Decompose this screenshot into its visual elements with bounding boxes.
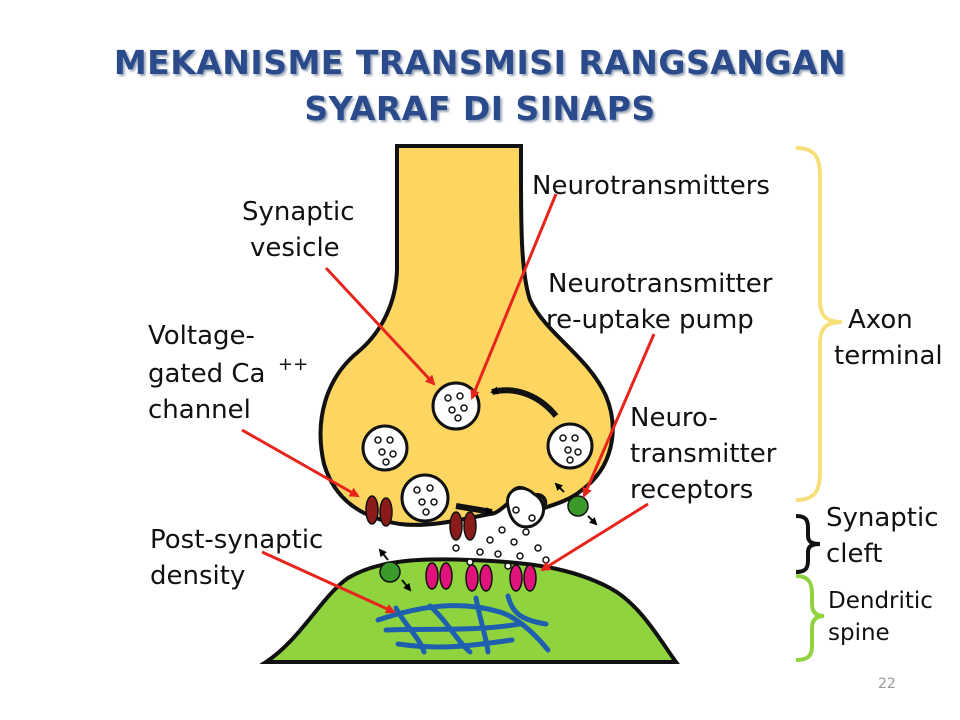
reuptake-pumps: [378, 482, 598, 592]
vesicle: [361, 424, 409, 472]
recycle-arrow: [490, 386, 559, 418]
arrow-receptors: [540, 502, 649, 572]
vesicle: [546, 422, 594, 470]
brace-synaptic-cleft: [795, 514, 821, 574]
vesicle: [431, 381, 481, 431]
synaptic-vesicles: [361, 381, 594, 523]
label-post-synaptic-density: Post-synaptic density: [150, 525, 332, 591]
brace-dendritic-spine: [795, 574, 825, 662]
title-line-2: SYARAF DI SINAPS: [304, 89, 656, 128]
pointer-arrows: [241, 193, 656, 614]
label-ca-channel: Voltage- gated Ca ++ channel: [148, 321, 316, 425]
label-neurotransmitters: Neurotransmitters: [532, 171, 770, 201]
title-line-1: MEKANISME TRANSMISI RANGSANGAN: [113, 43, 847, 82]
slide-title: MEKANISME TRANSMISI RANGSANGAN SYARAF DI…: [0, 40, 960, 132]
ca-channels: [365, 495, 477, 541]
label-reuptake-pump: Neurotransmitter re-uptake pump: [546, 269, 781, 335]
arrow-post-synaptic-density: [261, 550, 396, 614]
vesicle: [400, 473, 450, 523]
label-axon-terminal: Axon terminal: [834, 305, 943, 371]
arrow-reuptake-pump: [582, 333, 656, 498]
post-synaptic-filaments: [375, 593, 551, 655]
neurotransmitter-receptors: [425, 562, 537, 592]
arrow-neurotransmitters: [470, 193, 558, 400]
brace-axon-terminal: [795, 146, 843, 502]
page-number: 22: [878, 676, 896, 692]
vesicle-movement-arrow: [455, 503, 494, 515]
label-receptors: Neuro- transmitter receptors: [630, 403, 785, 505]
arrow-synaptic-vesicle: [324, 266, 436, 386]
label-dendritic-spine: Dendritic spine: [828, 588, 940, 646]
arrow-ca-channel: [241, 428, 360, 498]
label-synaptic-cleft: Synaptic cleft: [826, 503, 947, 569]
label-synaptic-vesicle: Synaptic vesicle: [242, 197, 363, 263]
